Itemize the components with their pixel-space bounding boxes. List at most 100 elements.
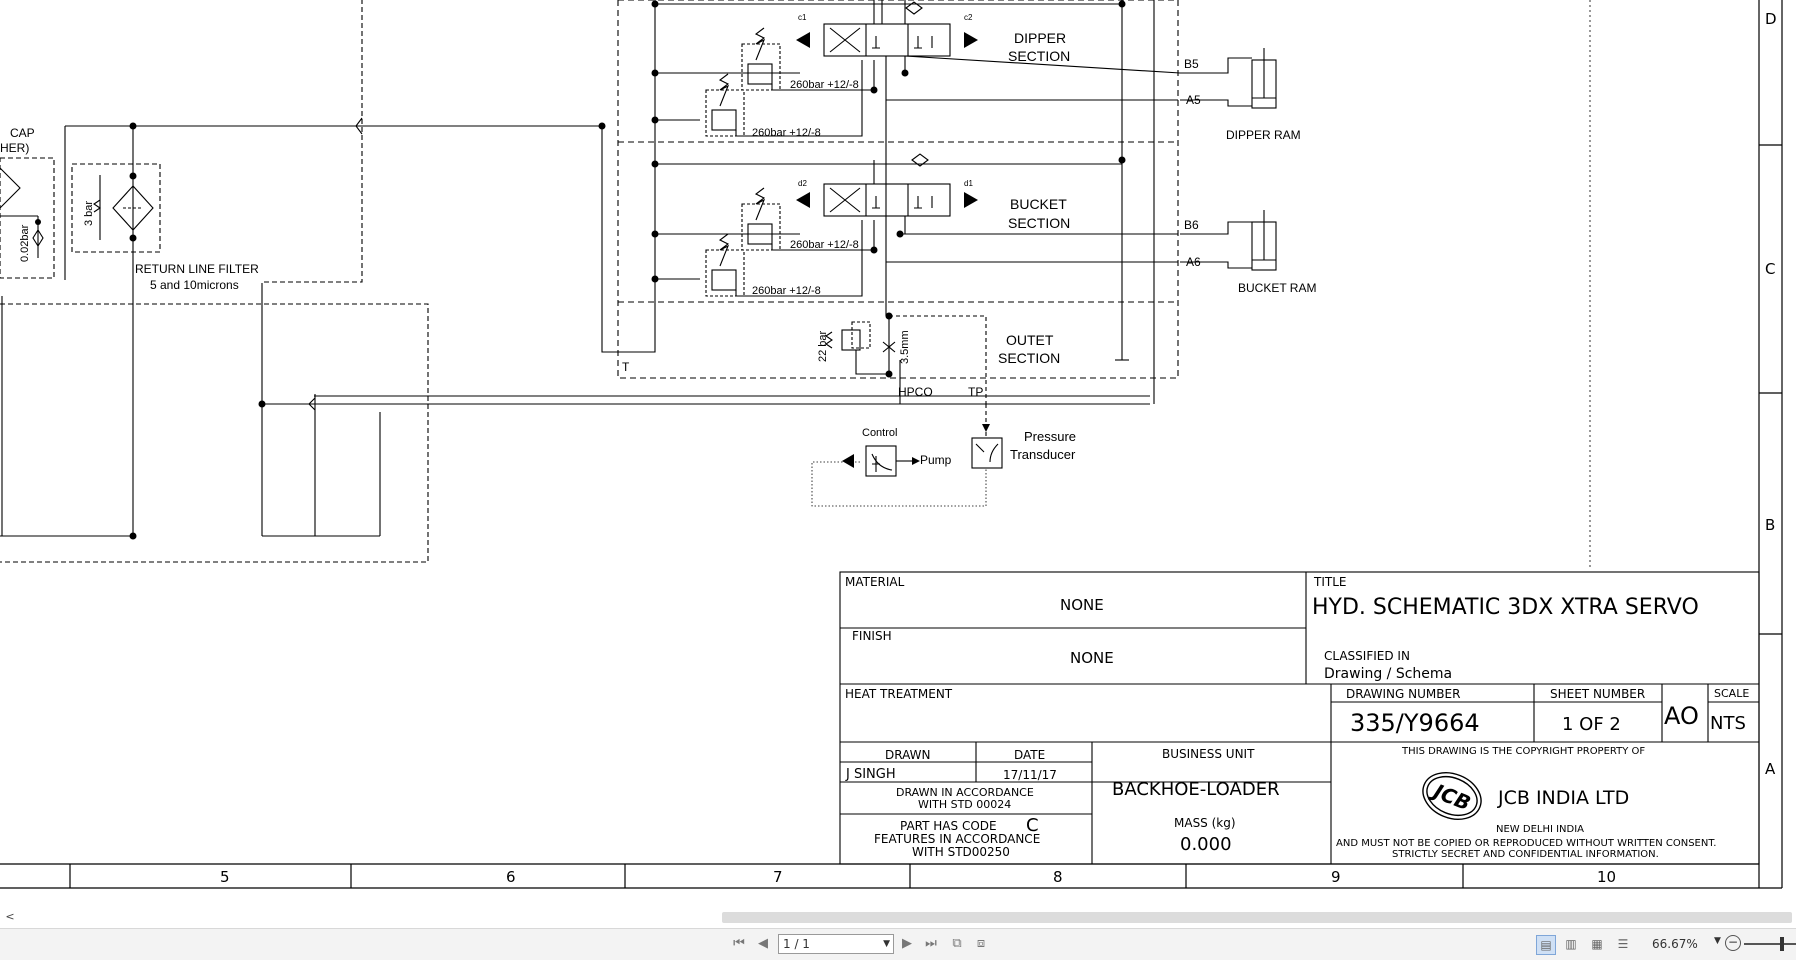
filter-002bar-label: 0.02bar xyxy=(19,224,31,262)
orifice-label: 3.5mm xyxy=(899,330,911,364)
return-filter-label-2: 5 and 10microns xyxy=(150,278,239,292)
sheet-size-value: AO xyxy=(1664,702,1699,730)
facing-view-icon[interactable]: ▦ xyxy=(1591,937,1603,951)
relief-label-3: 260bar +12/-8 xyxy=(790,239,859,251)
page-selector-value: 1 / 1 xyxy=(783,937,810,951)
cap-label-1: CAP xyxy=(10,126,35,140)
paste-page-icon[interactable]: ⧈ xyxy=(976,936,986,951)
continuous-facing-view-icon[interactable]: ☰ xyxy=(1617,937,1629,951)
grid-row-d: D xyxy=(1765,10,1777,28)
grid-row-c: C xyxy=(1765,260,1775,278)
company-logo xyxy=(1422,772,1482,820)
title-label: TITLE xyxy=(1313,575,1346,589)
relief-label-2: 260bar +12/-8 xyxy=(752,127,821,139)
pressure-22bar-label: 22 bar xyxy=(817,330,829,362)
hpco-label: HPCO xyxy=(898,385,933,399)
zoom-out-icon[interactable]: − xyxy=(1725,935,1741,951)
continuous-view-icon[interactable]: ▥ xyxy=(1565,937,1577,951)
business-unit-value: BACKHOE-LOADER xyxy=(1112,779,1280,800)
drawing-number-label: DRAWING NUMBER xyxy=(1346,687,1460,701)
scale-label: SCALE xyxy=(1714,687,1749,700)
grid-column-5: 5 xyxy=(220,868,230,886)
first-page-icon[interactable]: ⏮ xyxy=(733,936,745,951)
copyright-line-3: STRICTLY SECRET AND CONFIDENTIAL INFORMA… xyxy=(1392,849,1659,860)
zoom-slider-thumb[interactable] xyxy=(1780,937,1784,951)
code-line-1: PART HAS CODE xyxy=(900,819,997,833)
port-d1-label: d1 xyxy=(964,179,973,188)
scrollbar-thumb[interactable] xyxy=(722,912,1792,923)
outlet-section-label-1: OUTET xyxy=(1006,332,1054,348)
dipper-section-label-1: DIPPER xyxy=(1014,30,1066,46)
zoom-dropdown-icon[interactable]: ▼ xyxy=(1714,936,1721,946)
previous-page-icon[interactable]: ◀ xyxy=(758,936,768,951)
cap-label-2: HER) xyxy=(0,141,29,155)
dipper-ram-label: DIPPER RAM xyxy=(1226,128,1301,142)
port-b6-label: B6 xyxy=(1184,218,1199,232)
dipper-section-label-2: SECTION xyxy=(1008,48,1070,64)
tp-label: TP xyxy=(968,385,983,399)
transducer-label-2: Transducer xyxy=(1010,447,1076,462)
grid-column-10: 10 xyxy=(1597,868,1616,886)
grid-column-8: 8 xyxy=(1053,868,1063,886)
classified-label: CLASSIFIED IN xyxy=(1324,649,1410,663)
port-b5-label: B5 xyxy=(1184,57,1199,71)
port-t-label: T xyxy=(622,360,630,374)
company-city: NEW DELHI INDIA xyxy=(1496,824,1584,835)
sheet-number-label: SHEET NUMBER xyxy=(1550,687,1645,701)
next-page-icon[interactable]: ▶ xyxy=(902,936,912,951)
company-name: JCB INDIA LTD xyxy=(1497,787,1629,809)
grid-row-b: B xyxy=(1765,516,1775,534)
status-bar: ⏮ ◀ 1 / 1 ▼ ▶ ⏭ ⧉ ⧈ ▤ ▥ ▦ ☰ 66.67% ▼ − xyxy=(0,928,1796,960)
date-label: DATE xyxy=(1014,748,1045,762)
business-unit-label: BUSINESS UNIT xyxy=(1162,747,1255,761)
code-line-3: WITH STD00250 xyxy=(912,845,1010,859)
zoom-level[interactable]: 66.67% xyxy=(1652,937,1698,951)
grid-column-6: 6 xyxy=(506,868,516,886)
date-value: 17/11/17 xyxy=(1003,768,1057,782)
zoom-slider[interactable] xyxy=(1744,943,1796,945)
bucket-ram-label: BUCKET RAM xyxy=(1238,281,1316,295)
finish-value: NONE xyxy=(1070,649,1114,667)
copy-page-icon[interactable]: ⧉ xyxy=(952,936,962,951)
title-value: HYD. SCHEMATIC 3DX XTRA SERVO xyxy=(1312,595,1699,620)
return-filter-label-1: RETURN LINE FILTER xyxy=(135,262,259,276)
code-letter: C xyxy=(1026,815,1039,836)
sheet-number-value: 1 OF 2 xyxy=(1562,714,1621,735)
grid-column-7: 7 xyxy=(773,868,783,886)
grid-row-a: A xyxy=(1765,760,1776,778)
code-line-2: FEATURES IN ACCORDANCE xyxy=(874,832,1040,846)
drawn-value: J SINGH xyxy=(845,767,896,782)
drawing-number-value: 335/Y9664 xyxy=(1350,709,1480,737)
port-d2-label: d2 xyxy=(798,179,807,188)
chevron-down-icon: ▼ xyxy=(883,939,890,949)
port-a6-label: A6 xyxy=(1186,255,1201,269)
port-c1-label: c1 xyxy=(798,13,807,22)
port-a5-label: A5 xyxy=(1186,93,1201,107)
material-value: NONE xyxy=(1060,596,1104,614)
hydraulic-schematic: JCB CAP HER) 3 bar 0.02bar RETURN LINE F… xyxy=(0,0,1783,889)
finish-label: FINISH xyxy=(852,629,892,643)
filter-3bar-label: 3 bar xyxy=(83,201,95,226)
port-c2-label: c2 xyxy=(964,13,973,22)
scroll-left-button[interactable]: < xyxy=(5,910,15,923)
bucket-section-label-2: SECTION xyxy=(1008,215,1070,231)
mass-value: 0.000 xyxy=(1180,834,1232,855)
std-line-2: WITH STD 00024 xyxy=(918,798,1011,811)
mass-label: MASS (kg) xyxy=(1174,816,1236,830)
std-line-1: DRAWN IN ACCORDANCE xyxy=(896,786,1034,799)
page-selector[interactable]: 1 / 1 ▼ xyxy=(778,934,894,954)
horizontal-scrollbar[interactable]: < xyxy=(0,908,1796,926)
relief-label-4: 260bar +12/-8 xyxy=(752,285,821,297)
material-label: MATERIAL xyxy=(845,575,905,589)
control-label: Control xyxy=(862,427,897,439)
single-page-view-icon[interactable]: ▤ xyxy=(1536,935,1556,955)
transducer-label-1: Pressure xyxy=(1024,429,1076,444)
outlet-section-label-2: SECTION xyxy=(998,350,1060,366)
drawn-label: DRAWN xyxy=(885,748,931,762)
scale-value: NTS xyxy=(1710,713,1746,734)
last-page-icon[interactable]: ⏭ xyxy=(925,936,937,951)
relief-label-1: 260bar +12/-8 xyxy=(790,79,859,91)
grid-column-9: 9 xyxy=(1331,868,1341,886)
copyright-line-2: AND MUST NOT BE COPIED OR REPRODUCED WIT… xyxy=(1336,838,1716,849)
bucket-section-label-1: BUCKET xyxy=(1010,196,1067,212)
